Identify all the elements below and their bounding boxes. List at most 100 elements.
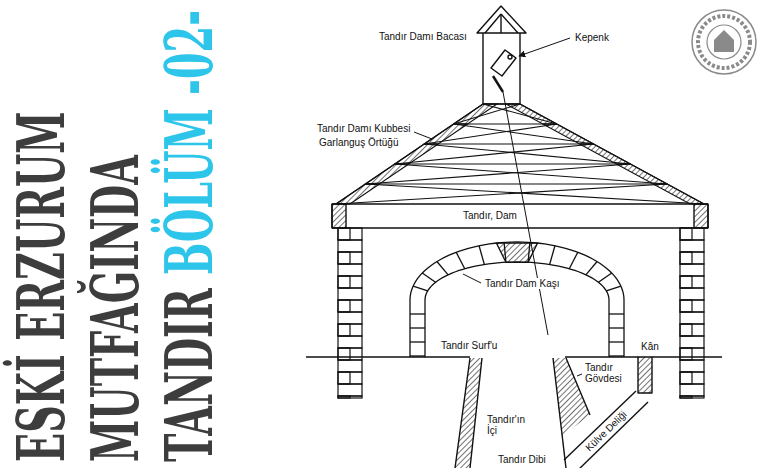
brick <box>338 228 350 240</box>
arch-stone <box>598 273 611 282</box>
part-label: Tandır Gövdesi <box>584 362 630 384</box>
brick <box>338 252 350 264</box>
part-label: Tandır, Dam <box>462 210 518 221</box>
brick <box>680 348 692 360</box>
part-label: Tandır Damı Kubbesi <box>316 123 411 134</box>
brick <box>338 324 350 336</box>
brick <box>338 288 362 300</box>
arch-stone <box>550 246 555 265</box>
corbel-block <box>653 184 704 204</box>
brick <box>680 228 704 240</box>
leader-lines <box>414 38 582 376</box>
diagram-title: ESKİ ERZURUM MUTFAĞINDA TANDIR BÖLÜM -02… <box>4 10 226 462</box>
part-label: Külve Deliği <box>582 408 629 454</box>
corbel-block <box>395 144 438 164</box>
part-label: Tandır Surf'u <box>440 340 498 351</box>
brick <box>680 264 704 276</box>
brick <box>338 264 362 276</box>
part-label: Tandır'ın İçi <box>486 414 534 436</box>
corbel-beam <box>395 163 631 164</box>
kepenk-shutter <box>491 50 516 92</box>
brick <box>338 396 350 398</box>
brick <box>680 252 692 264</box>
corbel-block <box>454 104 497 124</box>
keystone <box>496 243 537 262</box>
arch-stone <box>456 252 465 268</box>
part-label: Tandır Damı Bacası <box>378 31 468 42</box>
brick <box>338 312 362 324</box>
title-word: BÖLÜM <box>150 95 228 275</box>
brick <box>680 372 692 384</box>
brick <box>338 372 362 384</box>
corbel-beam <box>454 124 594 144</box>
arch-stone <box>609 341 624 342</box>
brick <box>338 240 362 252</box>
brick <box>680 324 692 336</box>
kulve-tube <box>564 391 648 468</box>
brick <box>338 384 362 396</box>
brick <box>338 360 362 372</box>
brick <box>680 300 704 312</box>
brick <box>680 372 704 384</box>
brick <box>680 276 692 288</box>
corbel-beam <box>424 144 630 164</box>
brick <box>680 360 704 372</box>
corbel-beam <box>424 124 557 144</box>
arch-stone <box>609 327 624 328</box>
tandir-body <box>455 358 590 468</box>
arch-stone <box>586 262 597 275</box>
arch-stone <box>425 262 609 300</box>
brick <box>680 240 704 252</box>
brick <box>680 276 704 288</box>
corbel-block <box>506 104 557 124</box>
corbel-block <box>616 164 667 184</box>
brick <box>680 396 692 398</box>
title-word: -02- <box>150 10 228 95</box>
title-word: ESKİ <box>2 341 80 462</box>
brick <box>338 276 350 288</box>
brick <box>338 252 362 264</box>
title-word: ERZURUM <box>2 111 80 341</box>
corbel-block <box>336 184 379 204</box>
brick <box>338 300 350 312</box>
roof-corbel <box>336 104 704 204</box>
brick <box>680 384 704 396</box>
brick <box>338 348 362 360</box>
kan-block <box>638 357 652 393</box>
part-label: Tandır Dibi <box>497 454 547 465</box>
corbel-block <box>424 124 467 144</box>
corbel-beam <box>395 164 667 184</box>
brick <box>338 228 362 240</box>
arch-stone <box>422 273 435 282</box>
corbel-beam <box>365 184 704 204</box>
arch-stone <box>437 262 448 275</box>
floor-line <box>306 356 722 357</box>
part-label: Kepenk <box>574 32 610 43</box>
arch-stone <box>410 242 624 300</box>
brick <box>680 324 704 336</box>
brick <box>680 336 704 348</box>
part-label: Garlanguş Örtüğü <box>318 137 400 148</box>
brick <box>680 348 704 360</box>
corbel-beam <box>483 104 557 124</box>
corbel-beam <box>424 143 593 144</box>
arch-stone <box>569 252 578 268</box>
title-line: MUTFAĞINDA <box>78 10 152 462</box>
chimney <box>477 6 526 104</box>
arch-stone <box>609 355 624 356</box>
brick <box>338 276 362 288</box>
brick <box>680 252 704 264</box>
roof-dome-outline <box>336 104 704 204</box>
part-label: Tandır Dam Kaşı <box>484 278 560 289</box>
arch-stone <box>410 355 425 356</box>
corbel-block <box>580 144 631 164</box>
part-label: Kân <box>640 341 660 352</box>
brick <box>338 372 350 384</box>
arch-stone <box>609 313 624 314</box>
title-line: TANDIR BÖLÜM -02- <box>152 10 226 462</box>
brick <box>338 324 362 336</box>
brick <box>338 336 362 348</box>
corbel-beam <box>336 184 667 204</box>
corbel-beam <box>395 144 594 164</box>
